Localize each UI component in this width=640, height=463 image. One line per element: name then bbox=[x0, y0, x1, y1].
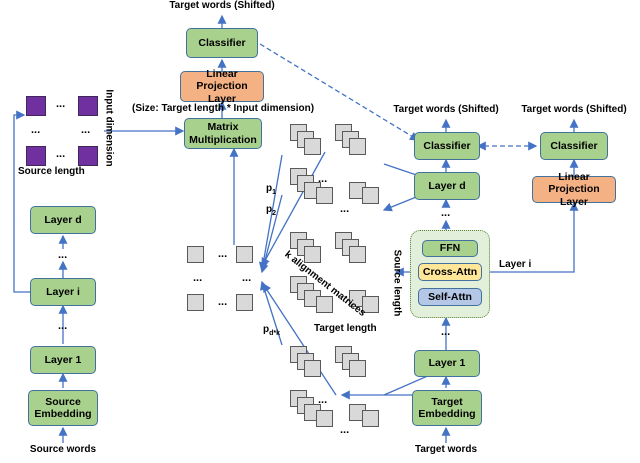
input-dots: ... bbox=[81, 124, 91, 136]
input-dots: ... bbox=[31, 124, 41, 136]
input-dots: ... bbox=[56, 98, 66, 110]
center-classifier-box: Classifier bbox=[186, 28, 258, 58]
pdk-label: pd*k bbox=[263, 324, 281, 337]
center-linear-projection-box: Linear Projection Layer bbox=[180, 68, 264, 105]
decoder-classifier-box: Classifier bbox=[414, 132, 480, 160]
decoder-dots: ... bbox=[441, 326, 451, 338]
p2-label: p2 bbox=[266, 204, 277, 217]
layer-i-label: Layer i bbox=[499, 259, 532, 270]
ffn-box: FFN bbox=[422, 240, 478, 257]
source-length-label: Source length bbox=[18, 166, 85, 177]
source-words-label: Source words bbox=[29, 444, 97, 455]
input-cell bbox=[78, 96, 98, 116]
input-dots: ... bbox=[56, 148, 66, 160]
decoder-dots: ... bbox=[441, 207, 451, 219]
cross-attn-box: Cross-Attn bbox=[418, 263, 482, 281]
alignment-dots: ... bbox=[218, 248, 228, 260]
input-cell bbox=[78, 146, 98, 166]
input-dimension-label: Input dimension bbox=[103, 89, 115, 167]
attention-cell bbox=[362, 410, 379, 427]
right-classifier-box: Classifier bbox=[540, 132, 608, 160]
source-length-vertical-label: Source length bbox=[391, 249, 403, 317]
attention-cell bbox=[304, 360, 321, 377]
attention-dots: ... bbox=[318, 394, 328, 406]
attention-dots: ... bbox=[340, 203, 350, 215]
target-embedding-box: Target Embedding bbox=[412, 390, 482, 426]
alignment-dots: ... bbox=[242, 272, 252, 284]
input-cell bbox=[26, 146, 46, 166]
attention-cell bbox=[362, 187, 379, 204]
decoder-layer-1-box: Layer 1 bbox=[414, 350, 480, 377]
size-note: (Size: Target length * Input dimension) bbox=[132, 103, 315, 114]
attention-cell bbox=[316, 296, 333, 313]
input-cell bbox=[26, 96, 46, 116]
attention-cell bbox=[349, 360, 366, 377]
alignment-cell bbox=[236, 246, 253, 263]
attention-dots: ... bbox=[318, 173, 328, 185]
right-linear-projection-box: Linear Projection Layer bbox=[532, 171, 616, 208]
encoder-layer-i-box: Layer i bbox=[30, 278, 96, 306]
target-words-label: Target words bbox=[414, 444, 478, 455]
encoder-dots: ... bbox=[58, 320, 68, 332]
alignment-cell bbox=[187, 294, 204, 311]
attention-cell bbox=[316, 410, 333, 427]
source-embedding-box: Source Embedding bbox=[28, 390, 98, 426]
attention-cell bbox=[316, 187, 333, 204]
p1-label: p1 bbox=[266, 183, 277, 196]
decoder-layer-d-box: Layer d bbox=[414, 172, 480, 200]
attention-cell bbox=[304, 246, 321, 263]
top-target-words-label: Target words (Shifted) bbox=[169, 0, 275, 11]
target-shifted-label-2: Target words (Shifted) bbox=[521, 104, 627, 115]
encoder-dots: ... bbox=[58, 249, 68, 261]
attention-cell bbox=[304, 138, 321, 155]
alignment-dots: ... bbox=[218, 296, 228, 308]
attention-cell bbox=[349, 138, 366, 155]
encoder-layer-d-box: Layer d bbox=[30, 206, 96, 234]
alignment-cell bbox=[187, 246, 204, 263]
self-attn-box: Self-Attn bbox=[418, 288, 482, 306]
alignment-cell bbox=[236, 294, 253, 311]
attention-cell bbox=[362, 296, 379, 313]
encoder-layer-1-box: Layer 1 bbox=[30, 346, 96, 374]
target-length-label: Target length bbox=[314, 323, 377, 334]
target-shifted-label-1: Target words (Shifted) bbox=[393, 104, 499, 115]
attention-cell bbox=[349, 246, 366, 263]
alignment-dots: ... bbox=[193, 272, 203, 284]
matrix-multiplication-box: Matrix Multiplication bbox=[184, 118, 262, 149]
attention-dots: ... bbox=[340, 424, 350, 436]
